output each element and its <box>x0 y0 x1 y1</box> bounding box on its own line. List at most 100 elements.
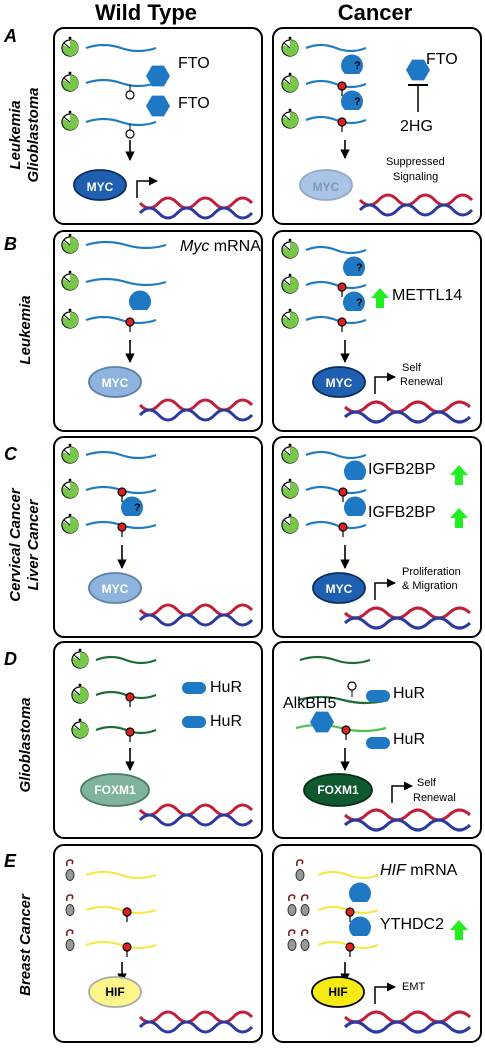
reader-b-ca-2-qmark: ? <box>356 262 363 274</box>
clock-a-ca-1-hand <box>283 42 291 49</box>
mrna-b-ca-1 <box>305 245 367 255</box>
m6a-a-ca-3 <box>337 117 347 127</box>
clock-a-wt-2-hand <box>63 77 71 84</box>
clock-c-ca-2-fill <box>282 481 299 498</box>
clock-a-ca-1-fill <box>282 39 299 56</box>
snail-e-wt-3-q <box>66 929 74 937</box>
promoter-a-wt <box>136 176 158 198</box>
clock-b-ca-3-hand <box>283 314 291 321</box>
m6a-e-ca-3 <box>345 942 355 952</box>
mrna-a-ca-3 <box>305 115 367 125</box>
m6a-b-ca-2 <box>337 282 347 292</box>
snail-e-wt-3 <box>65 939 75 951</box>
clock-a-ca-3-knob <box>288 108 292 112</box>
alkbh5-label: AlkBH5 <box>283 695 336 712</box>
node-label-e-wt: HIF <box>105 985 124 999</box>
up-arrow-e <box>450 920 468 940</box>
proliferation-label-1: Proliferation <box>402 566 461 578</box>
clock-c-wt-3-hand <box>63 519 71 526</box>
reader-e-ca-2 <box>348 882 371 902</box>
snail-e-ca-2a-q <box>288 894 296 902</box>
m6a-c-ca-2 <box>338 487 348 497</box>
fto-label-a-wt-1: FTO <box>178 55 210 72</box>
dna-a-ca-red <box>358 193 474 207</box>
clock-b-wt-2-fill <box>62 273 79 290</box>
clock-a-wt-3-knob <box>68 110 72 114</box>
dna-c-ca-red <box>343 606 472 620</box>
clock-a-wt-3-hand <box>63 116 71 123</box>
snail-e-ca-1 <box>295 869 305 881</box>
side-label-a-1: Leukemia <box>7 100 24 169</box>
node-label-d-ca: FOXM1 <box>317 783 359 797</box>
panel-a-wild-type <box>53 27 263 225</box>
diagram-artwork: ????? <box>61 36 474 1034</box>
m6a-c-wt-2 <box>117 487 127 497</box>
snail-e-ca-2b-q <box>301 894 309 902</box>
mrna-a-wt-2 <box>85 78 157 88</box>
mrna-b-ca-2 <box>305 280 367 290</box>
clock-a-ca-2-knob <box>288 72 292 76</box>
clock-c-wt-1-hand <box>63 449 71 456</box>
snail-e-ca-3b-q <box>301 929 309 937</box>
dna-b-wt-blue <box>138 408 254 422</box>
reader-a-ca-3-qmark: ? <box>354 96 361 108</box>
node-label-a-wt: MYC <box>87 180 114 194</box>
myc-node-b-ca <box>312 366 366 398</box>
hur-label-d-ca-1: HuR <box>393 685 425 702</box>
clock-c-ca-3-fill <box>282 516 299 533</box>
snail-e-ca-1-q <box>296 859 304 867</box>
m6a-d-wt-3 <box>125 727 135 737</box>
igfb2bp-label-2: IGFB2BP <box>368 504 436 521</box>
clock-c-ca-1-knob <box>288 443 292 447</box>
node-label-b-ca: MYC <box>326 376 353 390</box>
fto-icon-a-wt-2 <box>146 95 170 117</box>
self-renewal-d-2: Renewal <box>413 792 456 804</box>
self-renewal-b-1: Self <box>402 362 422 374</box>
reader-a-ca-3 <box>341 90 364 110</box>
clock-b-wt-1-fill <box>62 236 79 253</box>
clock-a-wt-3-fill <box>62 113 79 130</box>
reader-b-ca-2 <box>343 256 365 276</box>
panel-c-cancer <box>272 436 482 638</box>
row-letter-b: B <box>4 234 17 254</box>
panel-b-cancer <box>272 230 482 432</box>
m6a-b-wt-3 <box>125 317 135 327</box>
m6a-b-ca-3 <box>337 317 347 327</box>
suppressed-label-2: Signaling <box>393 171 438 183</box>
reader-c-ca-3 <box>344 496 366 516</box>
snail-e-ca-2b <box>300 904 310 916</box>
clock-c-ca-3-knob <box>288 513 292 517</box>
igfb2bp-label-1: IGFB2BP <box>368 461 436 478</box>
dna-b-wt-red <box>138 398 254 412</box>
promoter-c-ca <box>374 578 396 600</box>
clock-a-wt-2-knob <box>68 71 72 75</box>
clock-b-ca-3-knob <box>288 308 292 312</box>
dna-d-ca-blue <box>343 818 472 832</box>
hur-icon-d-wt-1 <box>182 682 206 694</box>
mrna-a-wt-3 <box>85 117 157 127</box>
hur-icon-d-ca-1 <box>366 690 390 702</box>
m6a-e-wt-2 <box>122 907 132 917</box>
mrna-e-ca-1 <box>317 870 379 880</box>
dna-a-ca-blue <box>358 203 474 217</box>
m6a-d-wt-2 <box>125 692 135 702</box>
clock-c-ca-2-knob <box>288 478 292 482</box>
self-renewal-d-1: Self <box>417 777 437 789</box>
snail-e-ca-3a <box>287 939 297 951</box>
dna-e-wt-red <box>138 1010 254 1024</box>
up-arrow-b <box>371 288 389 308</box>
mrna-c-ca-1 <box>305 450 367 460</box>
clock-d-wt-1-hand <box>73 654 81 661</box>
reader-b-ca-3-qmark: ? <box>356 297 363 309</box>
mrna-e-wt-1 <box>85 870 157 880</box>
snail-e-wt-2-q <box>66 894 74 902</box>
hif-node-e-wt <box>88 976 142 1008</box>
clock-c-wt-2-hand <box>63 484 71 491</box>
fto-icon-a-wt-1 <box>146 65 170 87</box>
clock-c-wt-1-fill <box>62 446 79 463</box>
clock-c-wt-1-knob <box>68 443 72 447</box>
fto-label-a-ca: FTO <box>426 51 458 68</box>
dna-e-wt-blue <box>138 1020 254 1034</box>
hif-mrna-label: HIF mRNA <box>380 862 458 879</box>
